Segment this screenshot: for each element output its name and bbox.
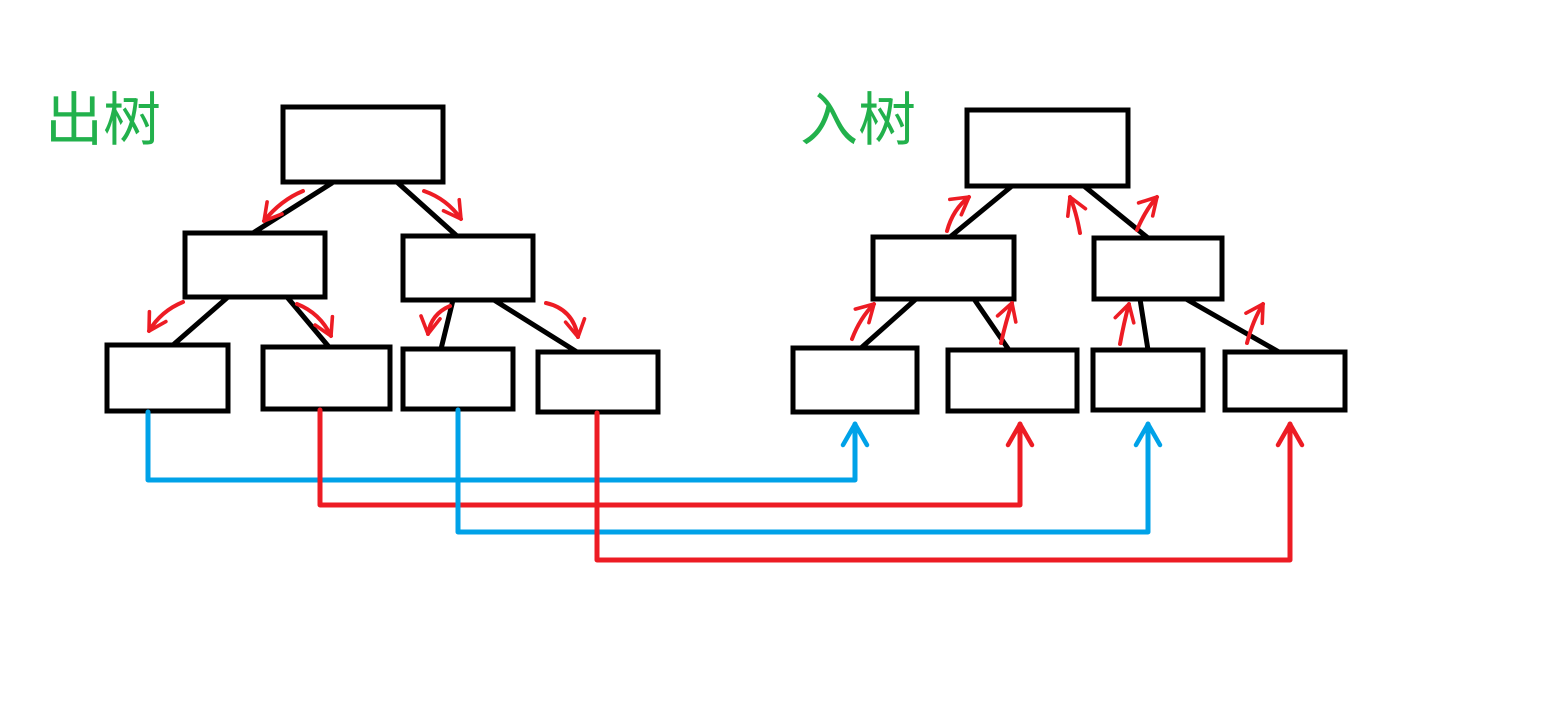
left-tree-mid-left-node [182, 230, 328, 300]
right-tree-edge-midright-leaf3 [1137, 296, 1151, 353]
right-tree-up-arrow-3-icon [1135, 195, 1159, 232]
left-tree-down-arrow-6-icon [544, 301, 587, 339]
left-tree-leaf-1-node [104, 342, 231, 414]
left-tree-down-arrow-2-icon [422, 189, 463, 221]
left-tree-edge-midright-leaf4 [491, 297, 580, 355]
left-tree-leaf-3-node [400, 346, 516, 412]
right-tree-up-arrow-1-icon [945, 195, 971, 233]
right-tree-up-arrow-4-icon [850, 302, 876, 341]
right-tree-root-node [964, 107, 1131, 189]
left-tree-down-arrow-4-icon [295, 302, 335, 338]
right-tree-leaf-1-node [790, 345, 920, 415]
right-tree-group: 入树 [790, 86, 1348, 415]
right-tree-up-arrow-6-icon [1113, 302, 1136, 346]
right-tree-edge-midleft-leaf1 [858, 296, 919, 351]
cross-link-leaf1-blue [145, 409, 870, 483]
right-tree-up-arrow-7-icon [1244, 302, 1265, 345]
left-tree-group: 出树 [45, 86, 661, 415]
right-tree-up-arrow-2-icon [1065, 195, 1088, 235]
cross-link-leaf3-blue [455, 407, 1163, 535]
right-tree-leaf-3-node [1090, 347, 1206, 413]
right-tree-leaf-4-node [1222, 349, 1348, 413]
left-tree-label: 出树 [45, 86, 161, 154]
left-tree-leaf-2-node [260, 344, 393, 412]
left-tree-down-arrow-5-icon [419, 304, 452, 336]
left-tree-root-node [280, 104, 446, 185]
left-tree-mid-right-node [400, 233, 536, 303]
left-tree-edge-midright-leaf3 [438, 297, 456, 352]
cross-link-leaf4-red [594, 410, 1305, 563]
left-tree-down-arrow-3-icon [147, 300, 185, 333]
right-tree-up-arrow-5-icon [995, 301, 1018, 345]
left-tree-edge-midleft-leaf1 [170, 294, 231, 348]
right-tree-mid-left-node [870, 234, 1017, 302]
left-tree-down-arrow-1-icon [262, 189, 305, 223]
left-tree-edge-midleft-leaf2 [284, 294, 332, 350]
right-tree-edge-root-midleft [947, 183, 1015, 240]
right-tree-leaf-2-node [945, 347, 1080, 414]
left-tree-leaf-4-node [535, 349, 661, 415]
left-tree-edge-root-midleft [250, 180, 335, 236]
cross-links-group [145, 407, 1305, 563]
right-tree-mid-right-node [1091, 235, 1225, 302]
right-tree-edge-midright-leaf4 [1183, 296, 1282, 355]
cross-link-leaf2-red [317, 407, 1035, 508]
left-tree-edge-root-midright [395, 180, 460, 239]
right-tree-label: 入树 [800, 86, 916, 154]
